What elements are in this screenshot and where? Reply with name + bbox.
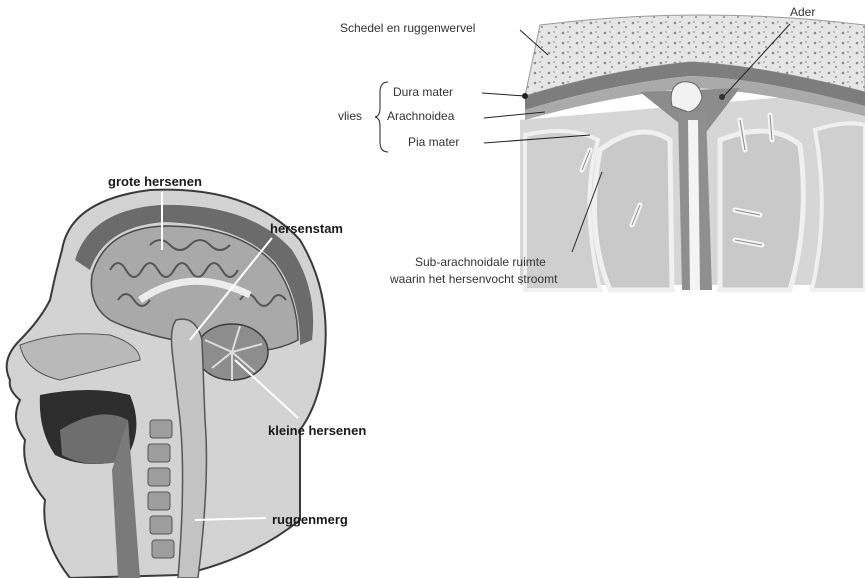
spinal-cord-label: ruggenmerg <box>272 513 348 526</box>
cerebrum-label: grote hersenen <box>108 175 202 188</box>
pia-mater-label: Pia mater <box>408 136 459 148</box>
falx-core <box>688 120 700 290</box>
cerebellum-label: kleine hersenen <box>268 424 366 437</box>
subarachnoid-label-line1: Sub-arachnoidale ruimte <box>415 256 546 268</box>
gyrus-right-outer <box>812 123 865 290</box>
vein-marker <box>719 94 725 100</box>
gyrus-right <box>720 131 803 290</box>
vein-label: Ader <box>790 6 815 18</box>
gyrus-left <box>594 132 672 290</box>
dura-mater-label: Dura mater <box>393 86 453 98</box>
skull-label: Schedel en ruggenwervel <box>340 22 475 34</box>
membrane-group-label: vlies <box>338 110 362 122</box>
dura-dot <box>523 94 528 99</box>
subarachnoid-label-line2: waarin het hersenvocht stroomt <box>390 273 557 285</box>
brainstem-label: hersenstam <box>270 222 343 235</box>
dura-leader <box>482 93 525 96</box>
meninges-diagram <box>520 15 865 290</box>
arachnoid-label: Arachnoidea <box>387 110 454 122</box>
